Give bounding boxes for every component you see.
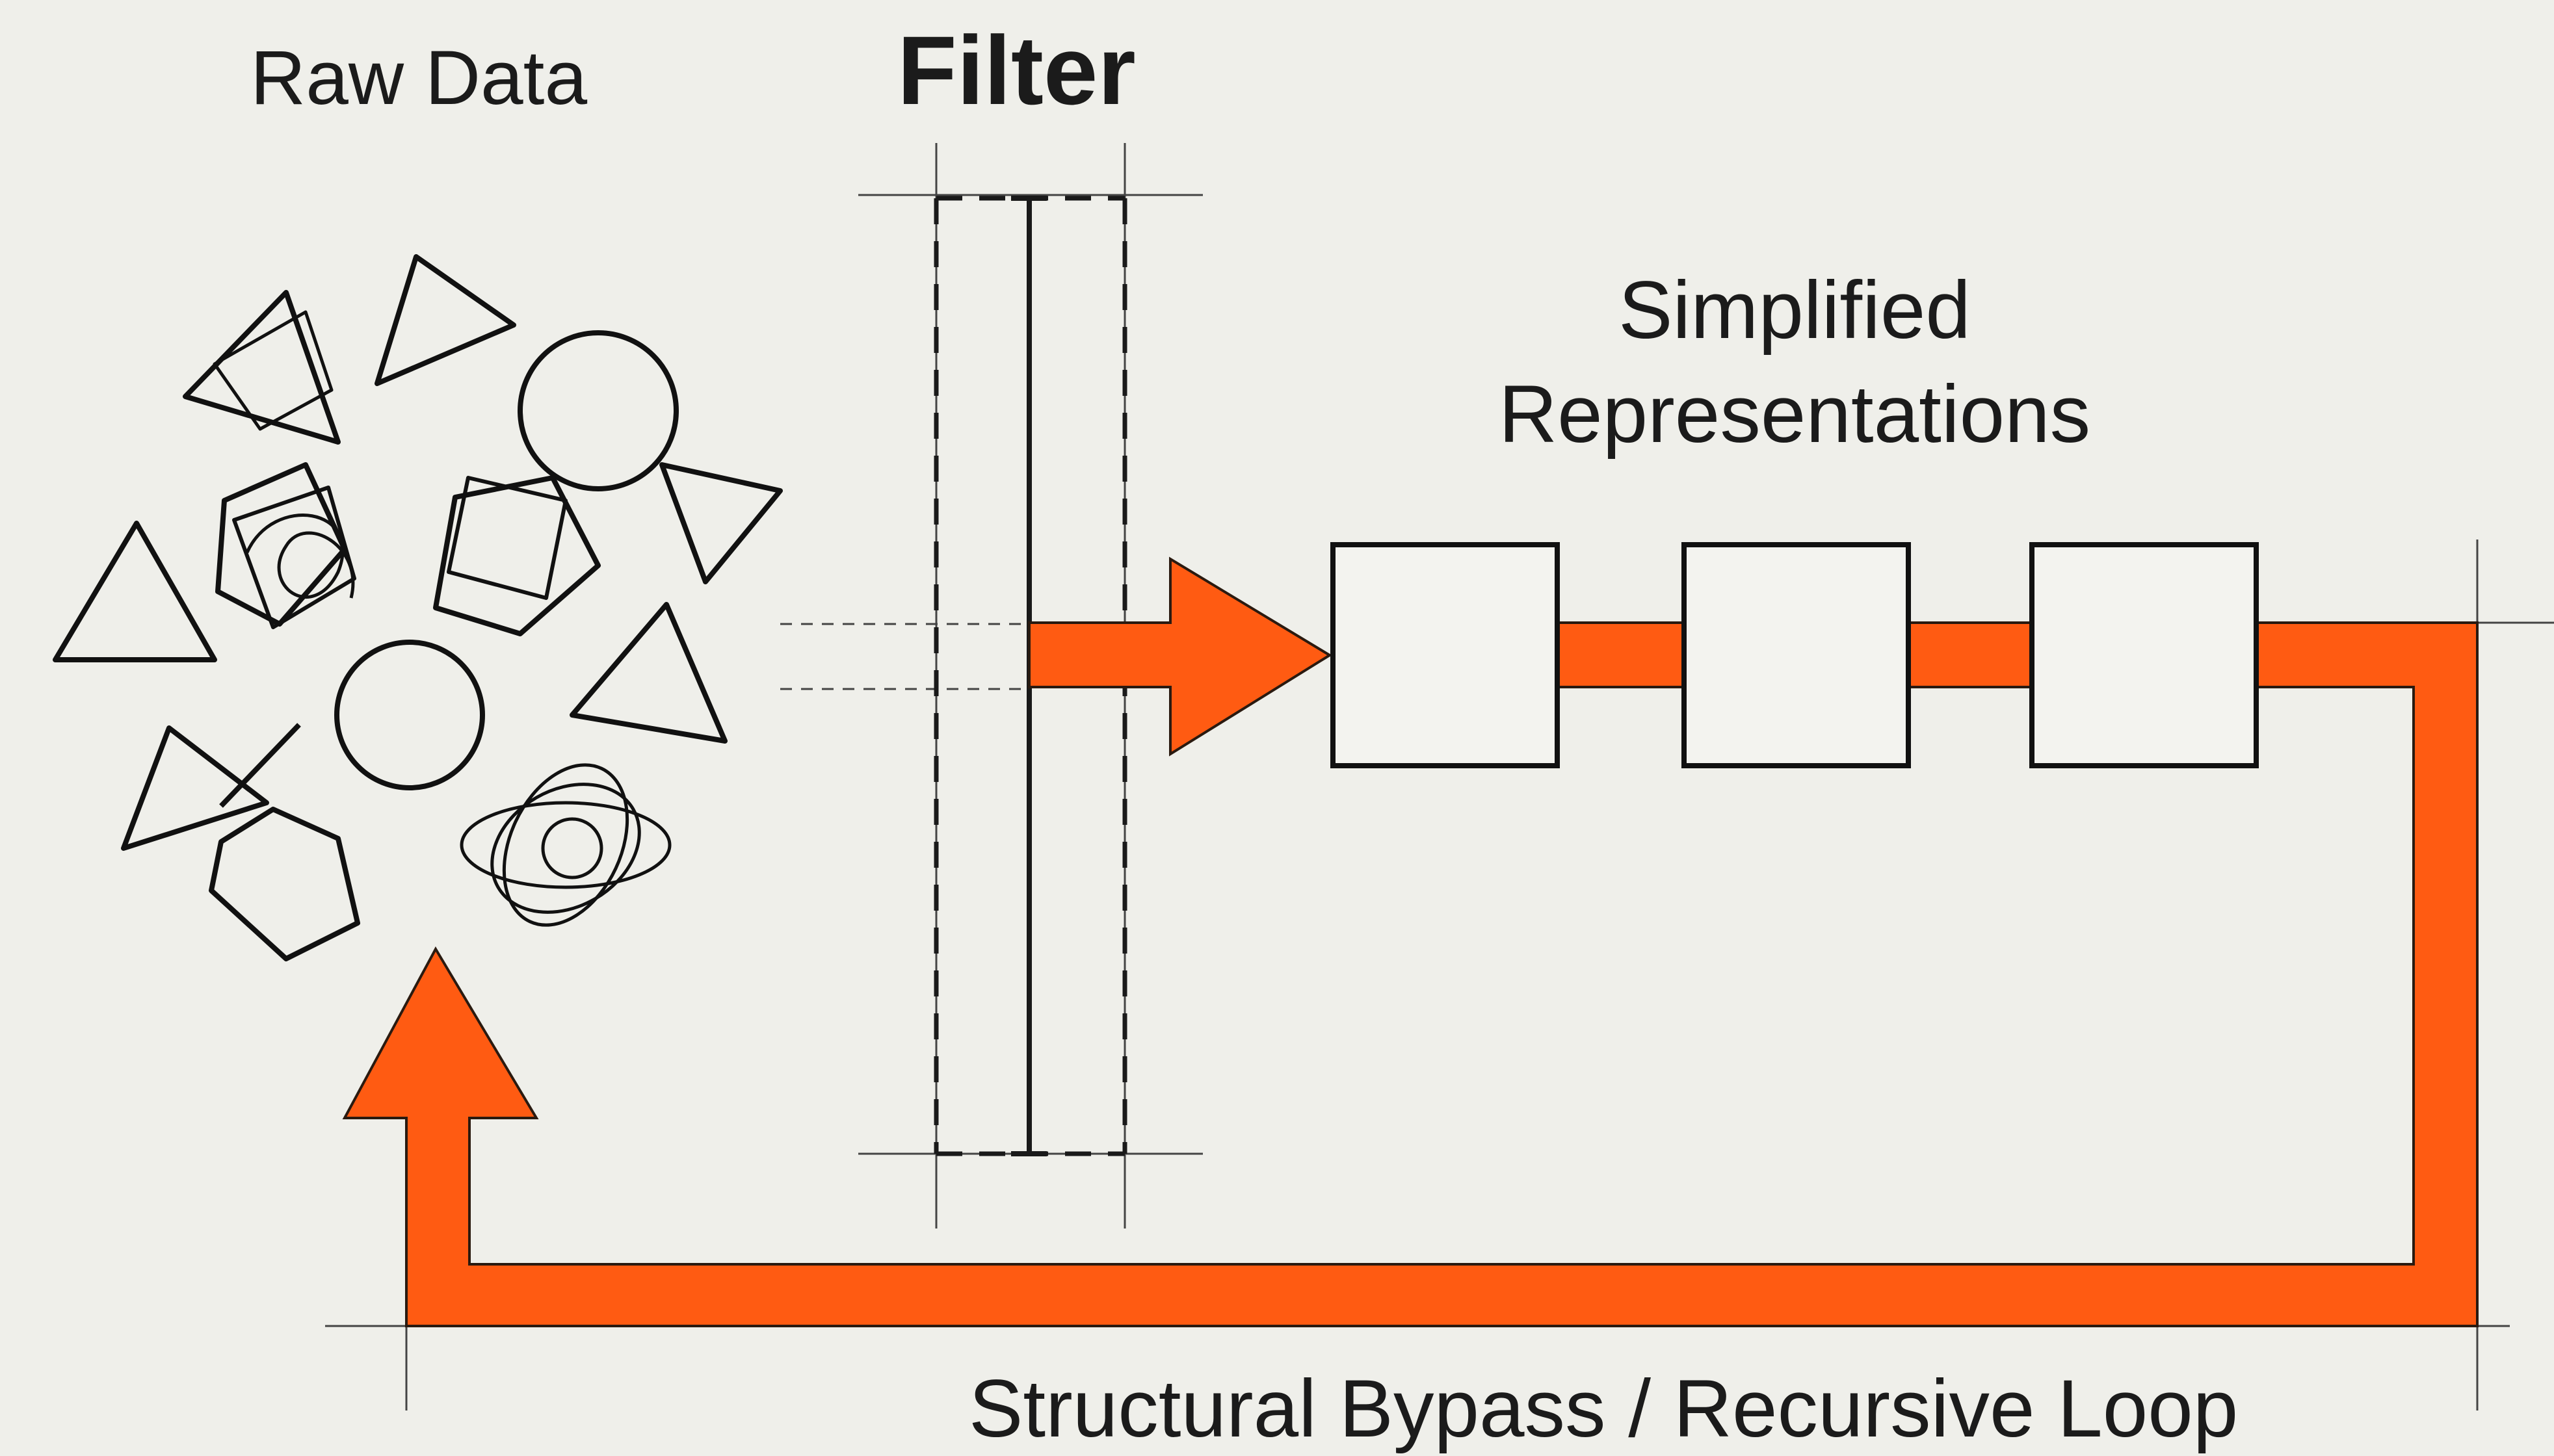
scribble-shape: [502, 763, 629, 927]
triangle-shape: [375, 254, 516, 386]
triangle-shape: [570, 602, 728, 744]
representation-box: [1330, 542, 1560, 768]
recursive-loop-arrow: [342, 621, 2479, 1327]
stroke-mark: [219, 723, 301, 808]
circle-shape: [518, 330, 679, 491]
triangle-shape: [53, 521, 217, 662]
connector-bar: [1904, 621, 2036, 688]
raw-data-label: Raw Data: [250, 35, 587, 121]
triangle-shape: [659, 462, 783, 584]
representation-box: [2029, 542, 2259, 768]
loop-label: Structural Bypass / Recursive Loop: [969, 1364, 2238, 1454]
scribble-shape: [490, 783, 641, 914]
connector-bar: [1556, 621, 1689, 688]
pentagon-shape: [215, 462, 347, 627]
triangle-shape: [121, 725, 269, 851]
scribble-shape: [245, 514, 355, 599]
triangle-shape: [213, 310, 334, 431]
raw-data-cluster: [53, 254, 783, 961]
simplified-label-line1: Simplified: [1618, 265, 1971, 356]
representation-box: [1681, 542, 1911, 768]
simplified-label-line2: Representations: [1499, 369, 2090, 460]
filter-label: Filter: [897, 16, 1136, 125]
triangle-shape: [183, 290, 341, 445]
pentagon-shape: [209, 807, 360, 961]
circle-shape: [334, 640, 485, 790]
forward-arrow: [1028, 556, 1332, 757]
triangle-shape: [447, 476, 568, 600]
pentagon-shape: [433, 475, 601, 636]
scribble-shape: [460, 801, 672, 889]
scribble-shape: [541, 817, 603, 879]
